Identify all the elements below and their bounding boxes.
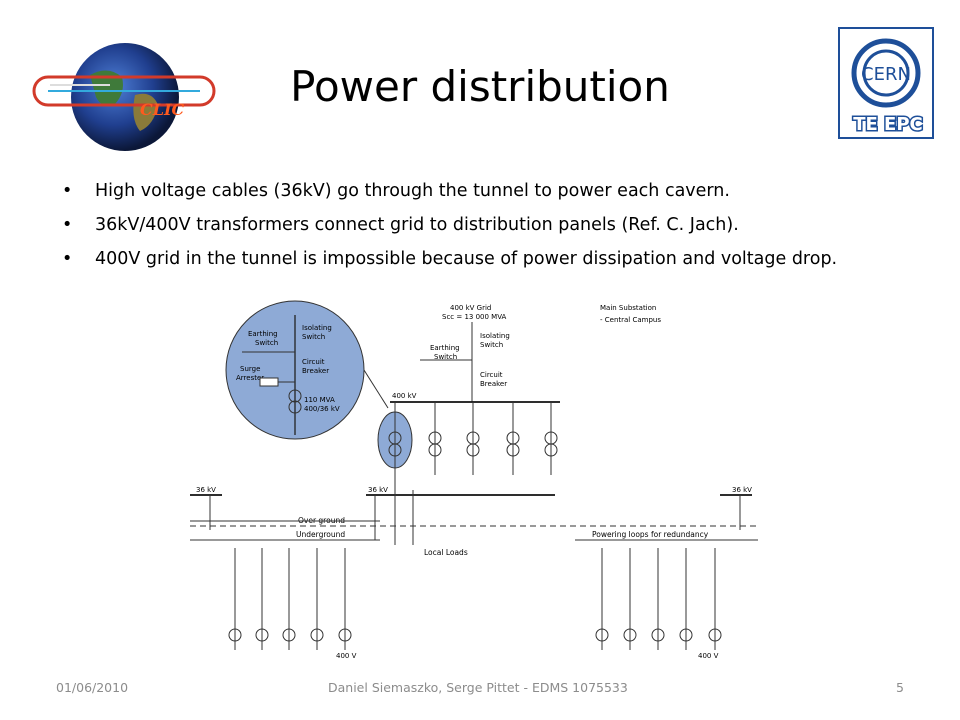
rating-label-1: 110 MVA <box>304 396 335 404</box>
surge-label-1: Surge <box>240 365 260 373</box>
lv-400v-left: 400 V <box>336 652 357 660</box>
earthing-label-2: Switch <box>255 339 278 347</box>
bus-36kv-center: 36 kV <box>368 486 388 494</box>
surge-label-2: Arrester <box>236 374 264 382</box>
clic-text: CLIC <box>140 100 184 119</box>
lv-feeders-left <box>228 548 352 650</box>
bullet-item: High voltage cables (36kV) go through th… <box>62 174 942 208</box>
powering-loops-label: Powering loops for redundancy <box>592 530 709 539</box>
footer-page-number: 5 <box>896 680 904 695</box>
te-epc-text: TE EPC <box>853 114 923 135</box>
bus-400kv-label: 400 kV <box>392 392 417 400</box>
underground-label: Underground <box>296 530 345 539</box>
grid-isolating-2: Switch <box>480 341 503 349</box>
transformer-row <box>388 402 558 475</box>
detail-bubble: Earthing Switch Isolating Switch Circuit… <box>225 300 365 440</box>
earthing-label-1: Earthing <box>248 330 278 338</box>
grid-label: 400 kV Grid <box>450 304 491 312</box>
isolating-label-1: Isolating <box>302 324 332 332</box>
grid-earthing-1: Earthing <box>430 344 460 352</box>
rating-label-2: 400/36 kV <box>304 405 340 413</box>
grid-breaker-2: Breaker <box>480 380 507 388</box>
bullet-list: High voltage cables (36kV) go through th… <box>62 174 942 276</box>
breaker-label-2: Breaker <box>302 367 329 375</box>
substation-label-1: Main Substation <box>600 304 656 312</box>
local-loads-label: Local Loads <box>424 548 468 557</box>
substation-label-2: - Central Campus <box>600 316 661 324</box>
bullet-item: 400V grid in the tunnel is impossible be… <box>62 242 942 276</box>
scc-label: Scc = 13 000 MVA <box>442 313 507 321</box>
grid-isolating-1: Isolating <box>480 332 510 340</box>
grid-breaker-1: Circuit <box>480 371 503 379</box>
isolating-label-2: Switch <box>302 333 325 341</box>
cern-logo: CERN TE EPC <box>838 27 934 139</box>
grid-earthing-2: Switch <box>434 353 457 361</box>
clic-logo: CLIC <box>32 43 216 151</box>
bus-36kv-right: 36 kV <box>732 486 752 494</box>
power-distribution-diagram: Earthing Switch Isolating Switch Circuit… <box>190 300 758 660</box>
footer-date: 01/06/2010 <box>56 680 129 695</box>
slide-title: Power distribution <box>290 62 670 111</box>
breaker-label-1: Circuit <box>302 358 325 366</box>
footer-authors: Daniel Siemaszko, Serge Pittet - EDMS 10… <box>328 680 628 695</box>
bullet-item: 36kV/400V transformers connect grid to d… <box>62 208 942 242</box>
lv-400v-right: 400 V <box>698 652 719 660</box>
bus-36kv-left: 36 kV <box>196 486 216 494</box>
lv-feeders-right <box>595 548 722 650</box>
cern-text: CERN <box>861 64 911 85</box>
